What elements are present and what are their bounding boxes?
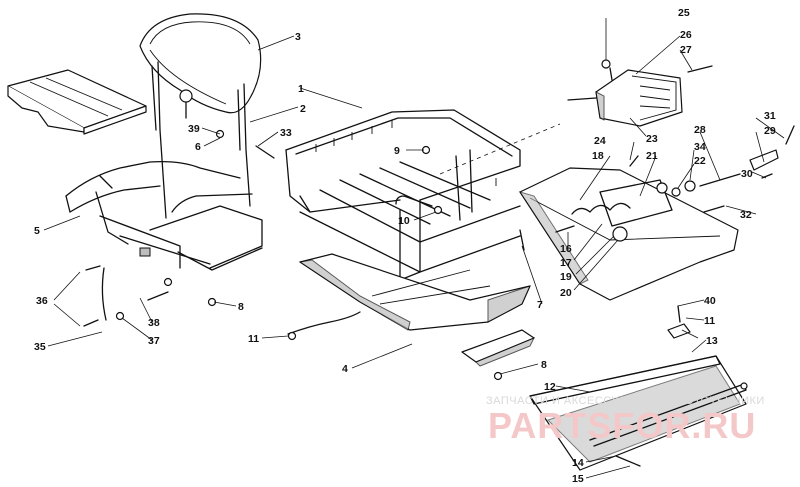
watermark-tagline: ЗАПЧАСТИ И АКСЕССУАРЫ ДЛЯ МОТОТЕХНИКИ bbox=[486, 395, 765, 407]
hitch-plate-part bbox=[529, 355, 748, 471]
leader-lines bbox=[43, 18, 785, 479]
callout-label: 30 bbox=[741, 168, 753, 180]
callout-label: 21 bbox=[646, 150, 658, 162]
callout-label: 29 bbox=[764, 125, 776, 137]
callout-label: 31 bbox=[764, 110, 776, 122]
callout-label: 26 bbox=[680, 29, 692, 41]
callout-label: 14 bbox=[572, 457, 584, 469]
watermark-logo: PARTSFOR.RU bbox=[488, 405, 756, 446]
callout-label: 36 bbox=[36, 295, 48, 307]
callout-label: 11 bbox=[248, 333, 259, 345]
callout-labels: 3 2 1 33 39 6 5 8 9 10 11 4 7 8 36 35 38… bbox=[34, 7, 776, 485]
seat-pad-part bbox=[7, 69, 147, 135]
callout-label: 18 bbox=[592, 150, 604, 162]
callout-label: 6 bbox=[195, 141, 201, 153]
callout-label: 24 bbox=[594, 135, 606, 147]
callout-label: 27 bbox=[680, 44, 692, 56]
callout-label: 38 bbox=[148, 317, 160, 329]
callout-label: 12 bbox=[544, 381, 556, 393]
callout-label: 37 bbox=[148, 335, 160, 347]
callout-label: 20 bbox=[560, 287, 572, 299]
callout-label: 10 bbox=[398, 215, 410, 227]
callout-label: 25 bbox=[678, 7, 690, 19]
callout-label: 2 bbox=[300, 103, 306, 115]
callout-label: 8 bbox=[238, 301, 244, 313]
callout-label: 5 bbox=[34, 225, 40, 237]
callout-label: 40 bbox=[704, 295, 716, 307]
callout-label: 35 bbox=[34, 341, 46, 353]
callout-label: 11 bbox=[704, 315, 715, 327]
seat-base-part bbox=[298, 253, 531, 331]
callout-label: 1 bbox=[298, 83, 304, 95]
callout-label: 16 bbox=[560, 243, 572, 255]
backrest-pad-part bbox=[139, 13, 262, 114]
callout-label: 22 bbox=[694, 155, 706, 167]
callout-label: 13 bbox=[706, 335, 718, 347]
callout-label: 3 bbox=[295, 31, 301, 43]
callout-label: 17 bbox=[560, 257, 572, 269]
callout-label: 9 bbox=[394, 145, 400, 157]
watermark: ЗАПЧАСТИ И АКСЕССУАРЫ ДЛЯ МОТОТЕХНИКИ PA… bbox=[486, 395, 765, 446]
callout-label: 39 bbox=[188, 123, 200, 135]
seat-frame-part bbox=[65, 61, 263, 271]
callout-label: 4 bbox=[342, 363, 348, 375]
slide-rail-part bbox=[518, 167, 739, 301]
luggage-rack-part bbox=[285, 109, 521, 281]
lower-bracket-part bbox=[461, 329, 536, 367]
callout-label: 8 bbox=[541, 359, 547, 371]
callout-label: 28 bbox=[694, 124, 706, 136]
callout-label: 33 bbox=[280, 127, 292, 139]
callout-label: 19 bbox=[560, 271, 572, 283]
callout-label: 32 bbox=[740, 209, 752, 221]
tail-light-part bbox=[567, 59, 683, 127]
callout-label: 7 bbox=[537, 299, 543, 311]
callout-label: 15 bbox=[572, 473, 584, 485]
hardware-parts bbox=[83, 65, 795, 467]
callout-label: 34 bbox=[694, 141, 706, 153]
callout-label: 23 bbox=[646, 133, 658, 145]
